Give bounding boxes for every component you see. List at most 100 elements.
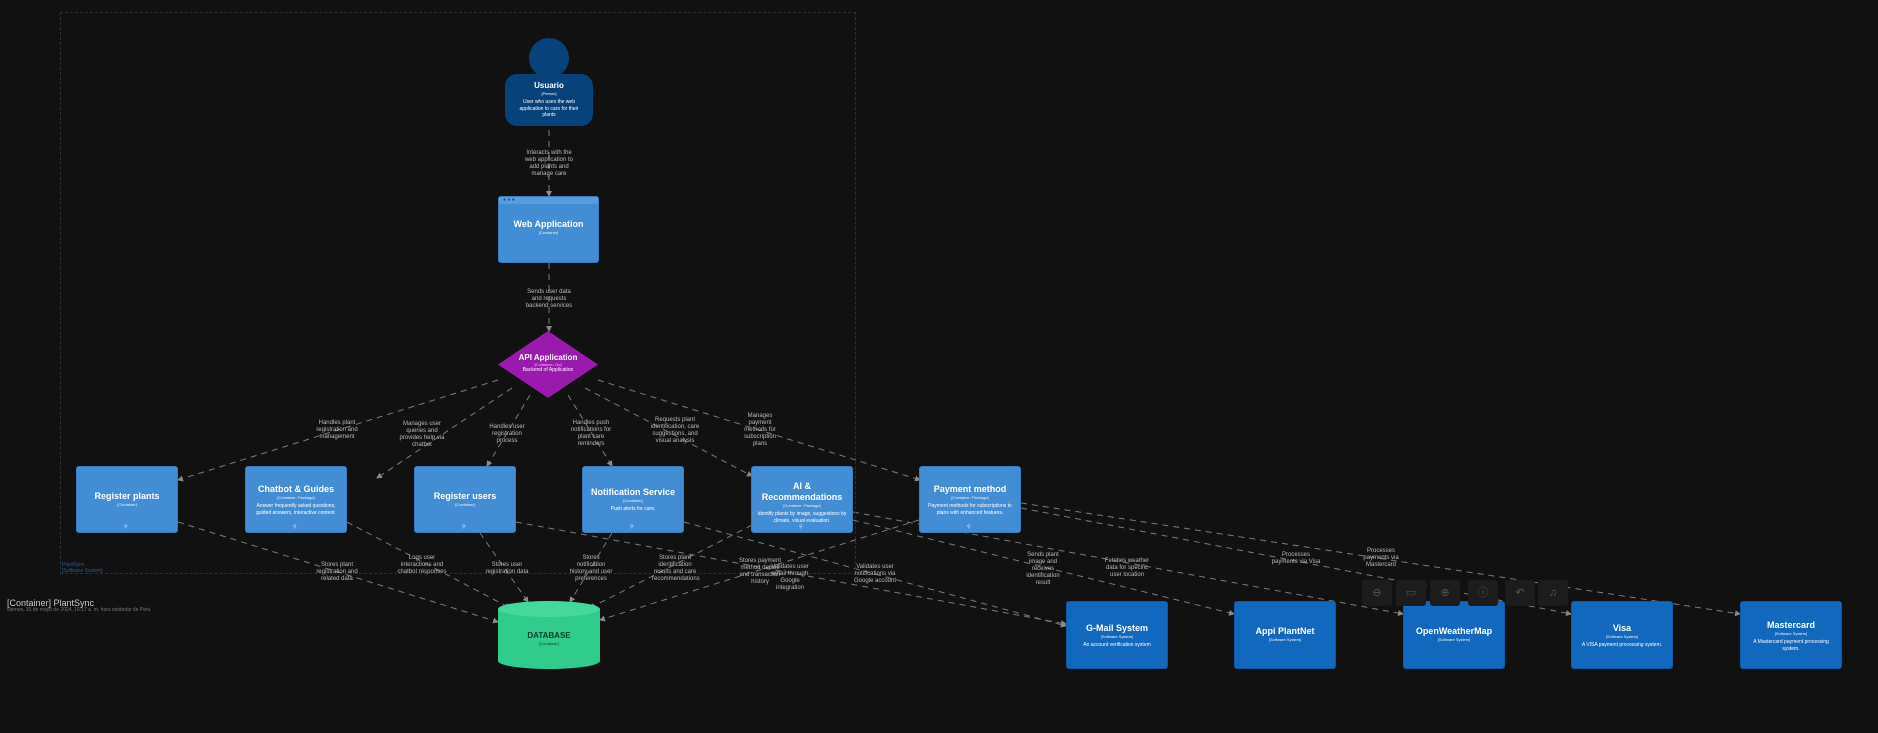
edge-label-api-register-users: Handles user registration process — [489, 424, 525, 444]
database-cylinder-shape — [498, 601, 600, 669]
info-icon: ⓘ — [1477, 587, 1489, 599]
component-icon: ⚲ — [630, 524, 634, 530]
zoom-in-button[interactable]: ⊕ — [1430, 580, 1460, 606]
gmail-type: [Software System] — [1100, 634, 1134, 639]
edge-label-person-web: Interacts with the web application to ad… — [524, 150, 574, 177]
container-register-plants[interactable]: Register plants [Container] ⚲ — [76, 466, 178, 533]
person-body: Usuario [Person] User who uses the web a… — [505, 74, 593, 126]
container-ai-recommendations[interactable]: AI & Recommendations [Container: Package… — [751, 466, 853, 533]
browser-bar: ● ● ● — [499, 197, 598, 204]
bell-icon: ♫ — [1548, 587, 1558, 599]
notifications-button[interactable]: ♫ — [1538, 580, 1568, 606]
edge-label-users-db: Stores user registration data — [485, 562, 529, 575]
container-notification-service[interactable]: Notification Service [Container] Push al… — [582, 466, 684, 533]
register-plants-title: Register plants — [94, 491, 160, 501]
edge-label-api-chatbot: Manages user queries and provides help v… — [399, 421, 445, 448]
container-payment-method[interactable]: Payment method [Container: Package] Paym… — [919, 466, 1021, 533]
api-text: API Application [Container: Go] Backend … — [498, 353, 598, 374]
edge-label-users-gmail: Validates user email through Google inte… — [771, 564, 809, 591]
api-type: [Container: Go] — [534, 362, 562, 367]
component-icon: ⚲ — [293, 524, 297, 530]
system-appi-plantnet[interactable]: Appi PlantNet [Software System] — [1234, 601, 1336, 669]
plantnet-title: Appi PlantNet — [1255, 626, 1315, 636]
edge-label-web-api: Sends user data and requests backend ser… — [525, 289, 573, 309]
edge-label-ai-weather: Fetches weather data for specific user l… — [1104, 558, 1150, 578]
system-visa[interactable]: Visa [Software System] A VISA payment pr… — [1571, 601, 1673, 669]
chatbot-description: Answer frequently asked questions, guide… — [256, 503, 336, 516]
plantnet-type: [Software System] — [1268, 637, 1302, 642]
payment-title: Payment method — [933, 484, 1007, 494]
web-app-type: [Container] — [538, 230, 559, 235]
zoom-out-button[interactable]: ⊖ — [1362, 580, 1392, 606]
component-icon: ⚲ — [462, 524, 466, 530]
openweather-title: OpenWeatherMap — [1415, 626, 1493, 636]
ai-title: AI & Recommendations — [761, 481, 843, 502]
component-icon: ⚲ — [967, 524, 971, 530]
edge-label-payment-mastercard: Processes payments via Mastercard — [1363, 548, 1399, 568]
edge-label-api-register-plants: Handles plant registration and managemen… — [316, 420, 358, 440]
mastercard-title: Mastercard — [1766, 620, 1816, 630]
database-type: [Container] — [539, 641, 559, 646]
fit-screen-button[interactable]: ▭ — [1396, 580, 1426, 606]
api-diamond-shape — [498, 331, 598, 398]
person-type: [Person] — [541, 91, 557, 96]
visa-description: A VISA payment processing system. — [1581, 642, 1663, 648]
ai-description: Identify plants by image, suggestions by… — [757, 511, 847, 524]
system-boundary — [60, 12, 856, 574]
edge-label-ai-db: Stores plant identification results and … — [652, 555, 700, 582]
edge-label-payment-visa: Processes payments via Visa — [1271, 552, 1321, 565]
boundary-name: PlantSync — [62, 562, 85, 568]
visa-type: [Software System] — [1605, 634, 1639, 639]
component-icon: ⚲ — [124, 524, 128, 530]
person-usuario[interactable]: Usuario [Person] User who uses the web a… — [505, 38, 593, 130]
undo-button[interactable]: ↶ — [1505, 580, 1535, 606]
component-icon: ⚲ — [799, 524, 803, 530]
database-title: DATABASE — [527, 631, 571, 640]
system-mastercard[interactable]: Mastercard [Software System] A Mastercar… — [1740, 601, 1842, 669]
gmail-description: An account verification system — [1083, 642, 1151, 648]
edge-label-notif-db: Stores notification history and user pre… — [569, 555, 613, 582]
notification-title: Notification Service — [590, 487, 676, 497]
chatbot-title: Chatbot & Guides — [258, 484, 334, 494]
mastercard-description: A Mastercard payment processing system. — [1753, 639, 1829, 652]
system-gmail[interactable]: G-Mail System [Software System] An accou… — [1066, 601, 1168, 669]
system-openweathermap[interactable]: OpenWeatherMap [Software System] — [1403, 601, 1505, 669]
container-web-application[interactable]: ● ● ● Web Application [Container] — [498, 196, 599, 263]
viewer-toolbar: ⊖ ▭ ⊕ ⓘ ↶ ♫ — [1362, 580, 1878, 607]
person-description: User who uses the web application to car… — [519, 99, 579, 118]
person-head — [529, 38, 569, 78]
container-register-users[interactable]: Register users [Container] ⚲ — [414, 466, 516, 533]
database-text: DATABASE [Container] — [498, 631, 600, 647]
api-title: API Application — [518, 353, 578, 362]
zoom-in-icon: ⊕ — [1440, 587, 1450, 599]
api-description: Backend of Application — [522, 367, 574, 373]
zoom-out-icon: ⊖ — [1372, 587, 1382, 599]
boundary-type: [Software System] — [62, 568, 103, 574]
visa-title: Visa — [1612, 623, 1632, 633]
container-chatbot-guides[interactable]: Chatbot & Guides [Container: Package] An… — [245, 466, 347, 533]
register-users-title: Register users — [433, 491, 497, 501]
openweather-type: [Software System] — [1437, 637, 1471, 642]
info-button[interactable]: ⓘ — [1468, 580, 1498, 606]
ai-type: [Container: Package] — [783, 503, 821, 508]
payment-type: [Container: Package] — [951, 495, 989, 500]
gmail-title: G-Mail System — [1085, 623, 1149, 633]
person-title: Usuario — [534, 81, 564, 90]
container-api-application[interactable]: API Application [Container: Go] Backend … — [498, 331, 598, 398]
notification-type: [Container] — [623, 498, 643, 503]
container-database[interactable]: DATABASE [Container] — [498, 601, 600, 669]
register-plants-type: [Container] — [117, 502, 137, 507]
edge-label-api-ai: Requests plant identification, care sugg… — [650, 417, 700, 444]
edge-label-payment-db: Stores payment method details and transa… — [738, 558, 782, 585]
edge-label-notif-gmail: Validates user notifications via Google … — [853, 564, 897, 584]
fit-screen-icon: ▭ — [1405, 587, 1417, 599]
web-app-title: Web Application — [513, 219, 584, 229]
chatbot-type: [Container: Package] — [277, 495, 315, 500]
notification-description: Push alerts for care. — [610, 506, 656, 512]
edge-label-ai-plantnet: Sends plant image and receives identific… — [1026, 552, 1060, 586]
boundary-label: PlantSync [Software System] — [62, 562, 103, 574]
edge-label-api-notification: Handles push notifications for plant car… — [570, 420, 612, 447]
diagram-title: [Container] PlantSync — [7, 598, 95, 608]
payment-description: Payment methods for subscriptions to pla… — [928, 503, 1012, 516]
